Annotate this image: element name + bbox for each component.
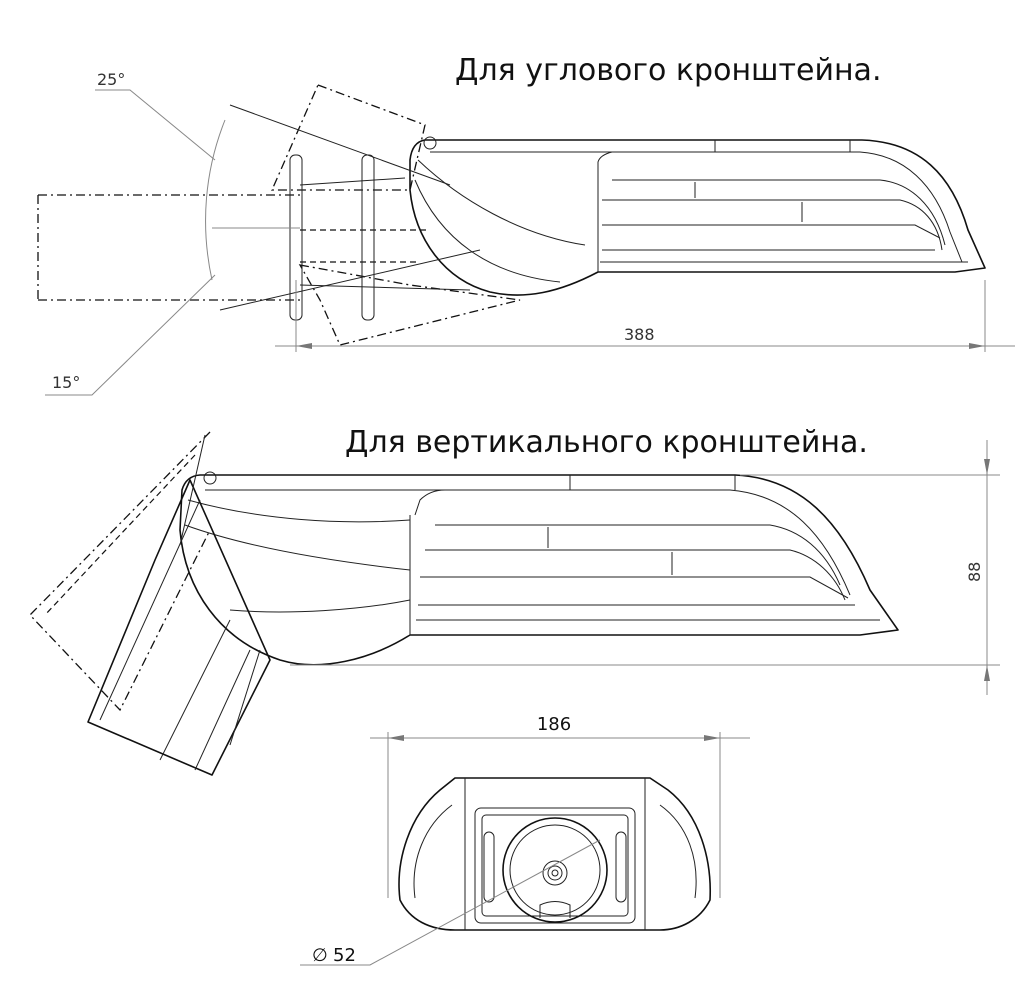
vertical-bracket-view: Для вертикального кронштейна. bbox=[29, 425, 1000, 776]
angular-bracket-view: Для углового кронштейна. bbox=[37, 53, 1015, 396]
height-dimension: 88 bbox=[290, 440, 1000, 695]
height-label: 88 bbox=[965, 562, 984, 582]
length-label: 388 bbox=[624, 325, 655, 344]
caption-vertical-bracket: Для вертикального кронштейна. bbox=[345, 425, 868, 460]
bracket-tube-side bbox=[29, 431, 271, 776]
front-view: 186 ∅ 52 bbox=[300, 714, 750, 966]
bracket-tube-top bbox=[37, 84, 521, 346]
diameter-label: 52 bbox=[333, 945, 356, 966]
length-dimension: 388 bbox=[275, 280, 1015, 352]
diameter-dimension: ∅ 52 bbox=[300, 839, 601, 966]
width-label: 186 bbox=[537, 714, 571, 735]
angle-up-label: 25° bbox=[97, 70, 125, 89]
luminaire-housing-top bbox=[409, 136, 986, 296]
width-dimension: 186 bbox=[370, 714, 750, 898]
caption-angular-bracket: Для углового кронштейна. bbox=[455, 53, 881, 88]
angle-dimensions: 25° 15° bbox=[45, 70, 300, 396]
luminaire-housing-side bbox=[179, 471, 899, 666]
luminaire-front bbox=[398, 777, 712, 931]
angle-down-label: 15° bbox=[52, 373, 80, 392]
diameter-symbol: ∅ bbox=[312, 945, 328, 966]
